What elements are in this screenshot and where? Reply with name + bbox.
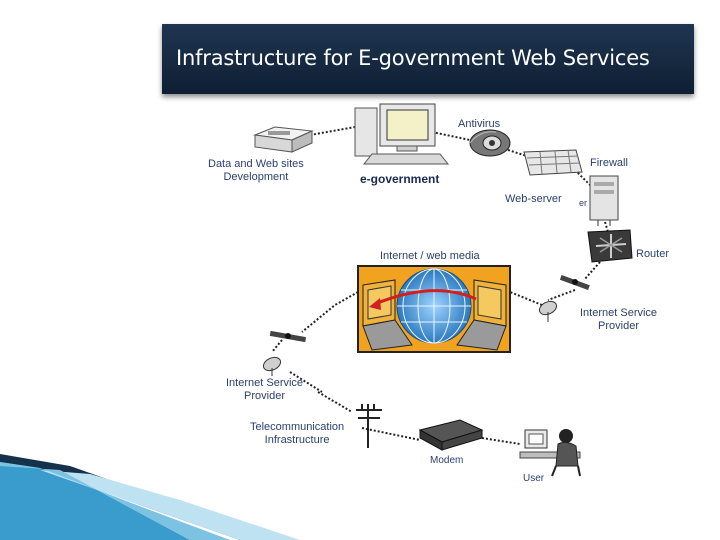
label-router: Router	[636, 248, 670, 260]
egov-computer-icon	[354, 103, 450, 165]
dish-left-icon	[262, 356, 282, 376]
label-telecom-line2: Infrastructure	[264, 434, 330, 446]
slide-title: Infrastructure for E-government Web Serv…	[176, 46, 650, 70]
telecom-pole-icon	[356, 404, 382, 448]
label-antivirus: Antivirus	[458, 118, 501, 130]
label-isp-left-line2: Provider	[244, 390, 285, 402]
dish-right-icon	[538, 300, 558, 322]
label-data-web-dev-line1: Data and Web sites	[208, 158, 304, 170]
satellite-right-icon	[559, 274, 590, 290]
label-isp-right-line1: Internet Service	[580, 307, 658, 319]
router-icon	[587, 229, 633, 263]
label-web-server: Web-server	[505, 193, 562, 205]
label-modem: Modem	[430, 455, 464, 466]
label-isp-left: Internet Service Provider	[226, 377, 303, 403]
label-telecom-line1: Telecommunication	[250, 421, 345, 433]
firewall-icon	[523, 149, 583, 176]
internet-media-panel	[357, 265, 511, 353]
label-isp-right-line2: Provider	[598, 320, 639, 332]
label-user: User	[523, 473, 545, 484]
connection-lines	[271, 126, 609, 445]
label-server-partial: er	[579, 198, 588, 208]
title-bar: Infrastructure for E-government Web Serv…	[162, 24, 694, 94]
label-isp-left-line1: Internet Service	[226, 377, 304, 389]
user-icon	[519, 429, 581, 477]
label-data-web-dev-line2: Development	[223, 171, 289, 183]
satellite-left-icon	[269, 330, 307, 343]
label-isp-right: Internet Service Provider	[580, 307, 657, 333]
modem-icon	[418, 419, 484, 451]
web-server-icon	[589, 175, 619, 226]
label-data-web-dev: Data and Web sites Development	[208, 158, 304, 184]
label-egov: e-government	[360, 172, 440, 186]
dev-server-icon	[253, 126, 314, 153]
label-telecom: Telecommunication Infrastructure	[250, 421, 344, 447]
label-firewall: Firewall	[590, 157, 628, 169]
antivirus-icon	[469, 129, 511, 157]
label-internet-media: Internet / web media	[380, 250, 480, 262]
